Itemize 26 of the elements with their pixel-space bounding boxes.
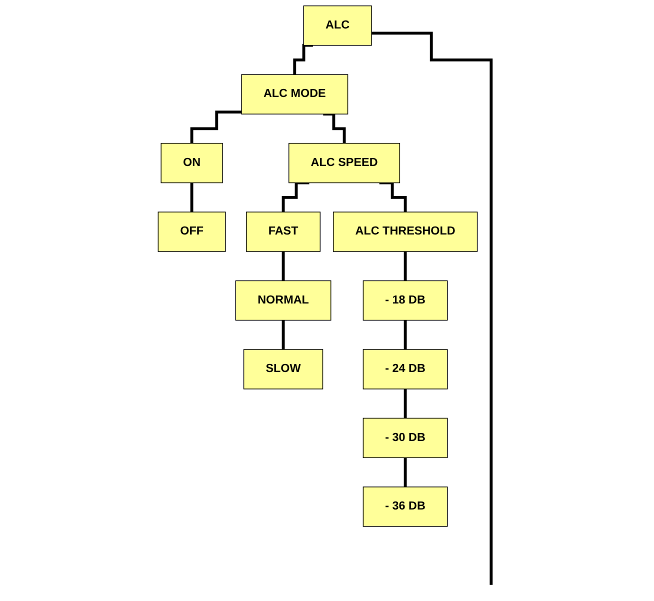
connector-line (371, 32, 492, 586)
menu-box: - 30 DB (362, 418, 448, 458)
connector-line (379, 181, 407, 214)
connector-line (404, 388, 407, 420)
menu-box: ALC (303, 5, 372, 46)
menu-box: ON (160, 142, 223, 184)
connector-line (282, 181, 309, 214)
connector-line (190, 181, 194, 214)
menu-box: NORMAL (235, 280, 332, 321)
menu-box: ALC MODE (240, 74, 348, 114)
menu-box: SLOW (243, 349, 323, 390)
connector-line (282, 318, 284, 351)
connector-line (404, 318, 407, 351)
connector-line (292, 44, 313, 76)
connector-line (404, 250, 407, 282)
menu-box: ALC THRESHOLD (332, 212, 478, 252)
menu-box: - 36 DB (362, 486, 448, 527)
menu-box: - 24 DB (362, 349, 448, 390)
connector-line (282, 250, 284, 282)
menu-box: ALC SPEED (288, 142, 400, 184)
menu-box: FAST (246, 212, 320, 252)
connector-line (190, 110, 242, 145)
connector-line (322, 112, 346, 145)
menu-box: OFF (158, 212, 226, 252)
connector-line (404, 456, 407, 488)
menu-box: - 18 DB (362, 280, 448, 321)
